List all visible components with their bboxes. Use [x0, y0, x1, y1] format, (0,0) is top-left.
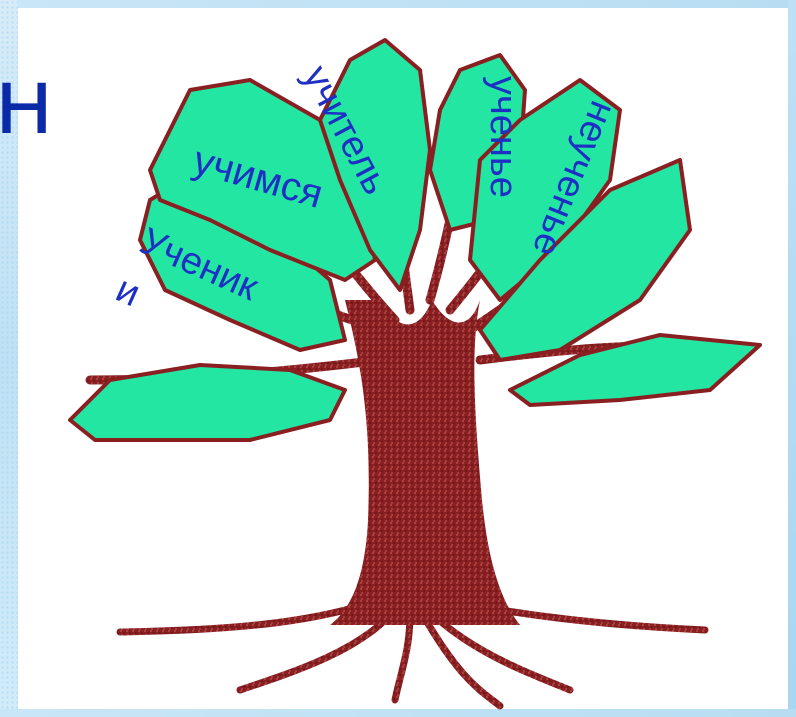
word-uchenye: ученье [484, 76, 522, 198]
